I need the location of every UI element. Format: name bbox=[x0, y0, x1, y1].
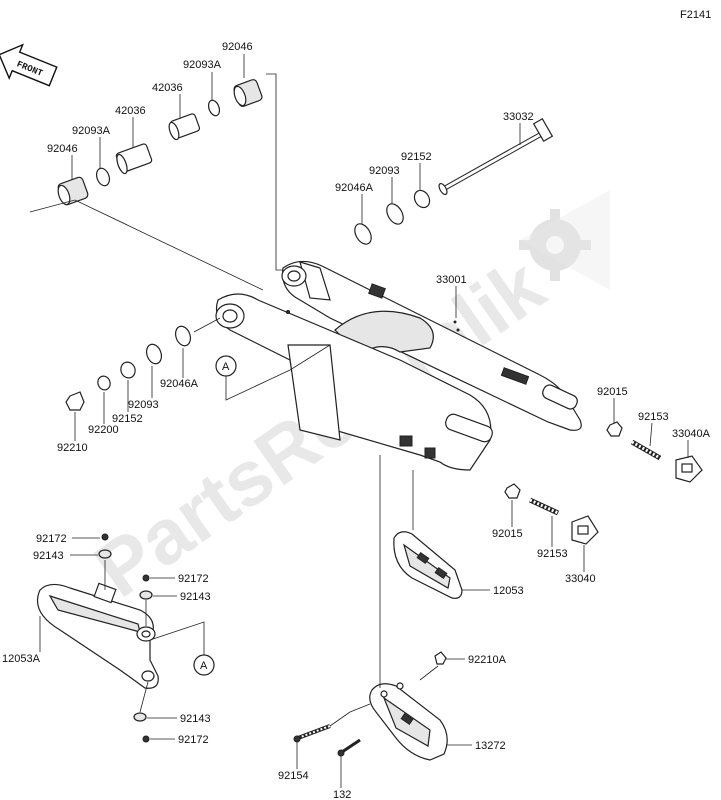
label-13272: 13272 bbox=[475, 740, 506, 752]
nut-92015-right bbox=[606, 421, 623, 437]
label-92152-mid: 92152 bbox=[112, 413, 143, 425]
label-92210A: 92210A bbox=[468, 654, 507, 666]
collar-42036-top bbox=[168, 113, 201, 141]
chain-slider-12053A bbox=[36, 582, 159, 689]
nut-92210 bbox=[65, 391, 85, 411]
label-92153-mid: 92153 bbox=[537, 548, 568, 560]
label-92152-top: 92152 bbox=[401, 151, 432, 163]
washer-92152-mid bbox=[120, 361, 136, 379]
screw-92172-a bbox=[101, 533, 109, 541]
leader-pivot-left bbox=[29, 199, 264, 291]
screw-92172-c bbox=[142, 735, 150, 743]
nut-92210A bbox=[434, 651, 447, 665]
label-33032: 33032 bbox=[503, 111, 534, 123]
ref-marker-a-upper: A bbox=[215, 344, 331, 401]
label-92172-c: 92172 bbox=[178, 734, 209, 746]
label-92015-mid: 92015 bbox=[492, 528, 523, 540]
label-92154: 92154 bbox=[278, 770, 309, 782]
label-33001: 33001 bbox=[436, 274, 467, 286]
label-92093A-left: 92093A bbox=[72, 125, 111, 137]
label-132: 132 bbox=[333, 789, 351, 800]
seal-92093A-top bbox=[207, 99, 221, 117]
adjuster-33040 bbox=[571, 515, 599, 545]
chain-guide-13272 bbox=[369, 682, 448, 761]
ref-a-text-upper: A bbox=[222, 361, 230, 373]
washer-92143-b bbox=[139, 590, 153, 600]
label-92210: 92210 bbox=[57, 442, 88, 454]
label-92093-top: 92093 bbox=[369, 165, 400, 177]
label-92200: 92200 bbox=[88, 424, 119, 436]
swingarm-33001 bbox=[215, 260, 582, 471]
seal-92093-mid bbox=[145, 343, 163, 365]
screw-92172-b bbox=[142, 574, 150, 582]
collar-42036-left bbox=[115, 143, 153, 175]
seal-92093A-left bbox=[95, 167, 111, 187]
ref-a-text-lower: A bbox=[200, 660, 208, 672]
bolt-92154 bbox=[293, 724, 331, 743]
label-42036-left: 42036 bbox=[115, 105, 146, 117]
label-42036-top: 42036 bbox=[152, 82, 183, 94]
ref-marker-a-lower: A bbox=[149, 621, 215, 676]
washer-92143-c bbox=[133, 712, 147, 722]
washer-92152-top bbox=[413, 189, 431, 209]
figure-code: F2141 bbox=[680, 9, 711, 21]
label-92143-c: 92143 bbox=[180, 713, 211, 725]
bearing-92046-left bbox=[57, 176, 89, 206]
nut-92015-mid bbox=[504, 483, 521, 499]
watermark-triangle bbox=[520, 190, 610, 290]
pivot-parts-upper: 92046 92093A 42036 42036 92093A 92046 bbox=[47, 41, 263, 206]
label-92093-mid: 92093 bbox=[128, 399, 159, 411]
label-92046-left: 92046 bbox=[47, 143, 78, 155]
label-92046A-top: 92046A bbox=[335, 182, 374, 194]
leader-pivot-lower bbox=[193, 317, 221, 333]
label-92015-right: 92015 bbox=[597, 386, 628, 398]
washer-92200 bbox=[97, 375, 111, 391]
label-92093A-top: 92093A bbox=[183, 59, 222, 71]
chain-guide-12053 bbox=[393, 531, 463, 599]
label-92153-right: 92153 bbox=[638, 411, 669, 423]
bolt-92153-right bbox=[630, 439, 662, 461]
leader-pivot-top bbox=[266, 73, 295, 271]
label-92172-b: 92172 bbox=[178, 573, 209, 585]
label-12053: 12053 bbox=[493, 585, 524, 597]
label-33040: 33040 bbox=[565, 573, 596, 585]
bolt-132 bbox=[337, 738, 361, 757]
label-92046-top: 92046 bbox=[222, 41, 253, 53]
washer-92143-a bbox=[98, 549, 112, 559]
label-92143-a: 92143 bbox=[33, 550, 64, 562]
bolt-92153-mid bbox=[528, 497, 560, 516]
bearing-92046-top bbox=[233, 79, 263, 107]
label-92046A-mid: 92046A bbox=[160, 378, 199, 390]
seal-92046A-mid bbox=[174, 325, 192, 347]
label-12053A: 12053A bbox=[2, 653, 41, 665]
label-92172-a: 92172 bbox=[36, 533, 67, 545]
label-92143-b: 92143 bbox=[180, 591, 211, 603]
front-arrow-icon: FRONT bbox=[0, 43, 58, 87]
adjuster-33040A bbox=[675, 455, 703, 483]
seal-92046A-top bbox=[354, 223, 372, 245]
seal-92093-top bbox=[386, 203, 404, 225]
watermark-gear-icon bbox=[519, 209, 591, 281]
label-33040A: 33040A bbox=[672, 428, 711, 440]
pivot-shaft-33032 bbox=[438, 118, 554, 196]
